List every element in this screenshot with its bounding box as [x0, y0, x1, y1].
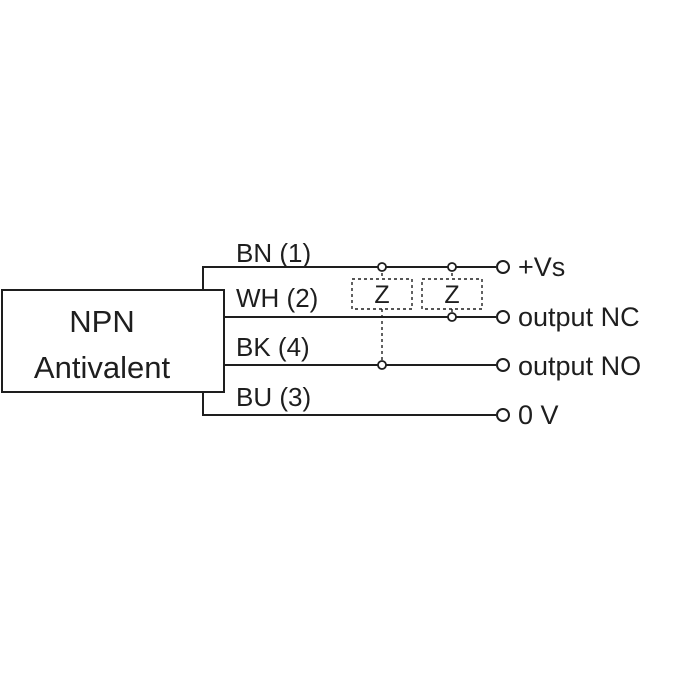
- wire-label-bn: BN (1): [236, 238, 311, 268]
- sensor-type-label: NPN: [69, 304, 134, 339]
- terminal-0v: [496, 408, 510, 422]
- load-z1-label: Z: [374, 281, 389, 309]
- wire-label-bk: BK (4): [236, 332, 310, 362]
- wire-label-bu: BU (3): [236, 382, 311, 412]
- junction-node: [377, 360, 387, 370]
- terminal-label-no: output NO: [518, 351, 641, 381]
- wire-label-wh: WH (2): [236, 283, 318, 313]
- load-z2-label: Z: [444, 281, 459, 309]
- sensor-box: [1, 289, 225, 393]
- sensor-mode-label: Antivalent: [34, 350, 171, 385]
- terminal-label-vs: +Vs: [518, 252, 565, 282]
- wire-bn: [202, 266, 496, 291]
- terminal-label-0v: 0 V: [518, 400, 559, 430]
- terminal-nc: [496, 310, 510, 324]
- terminal-vs: [496, 260, 510, 274]
- terminal-label-nc: output NC: [518, 302, 640, 332]
- junction-node: [447, 312, 457, 322]
- junction-node: [447, 262, 457, 272]
- terminal-no: [496, 358, 510, 372]
- wire-bu: [202, 391, 496, 416]
- junction-node: [377, 262, 387, 272]
